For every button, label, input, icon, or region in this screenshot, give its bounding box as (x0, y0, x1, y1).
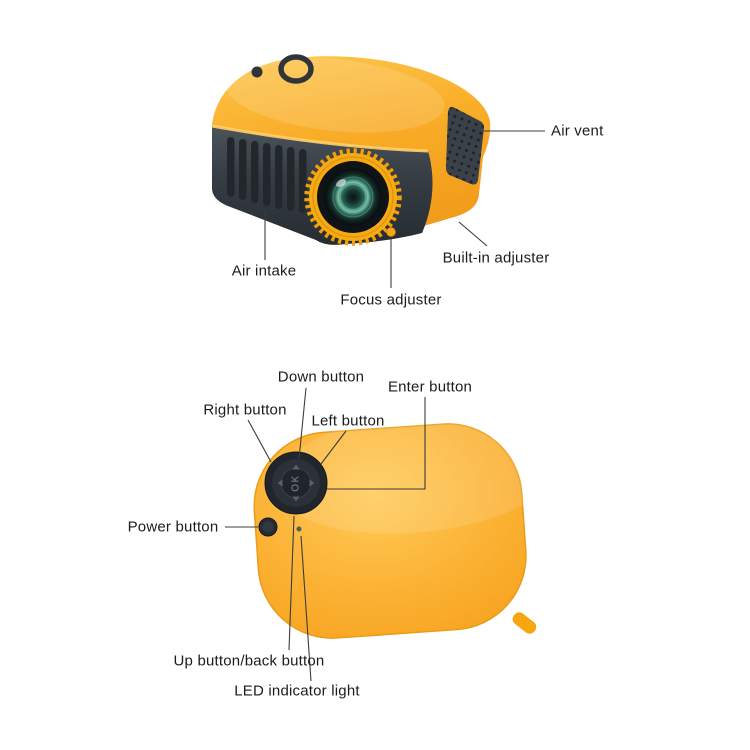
dial-arrow-left (277, 479, 283, 487)
dial-outer-edge (264, 451, 328, 515)
leader-right-button (247, 419, 272, 463)
leader-built-in-adjuster (458, 221, 488, 247)
label-led-indicator: LED indicator light (234, 682, 360, 700)
air-vent-holes (446, 106, 484, 185)
control-dial: OK (264, 451, 328, 515)
dial-arrow-down (292, 496, 300, 502)
grille-slat (275, 145, 283, 209)
label-focus-adjuster: Focus adjuster (340, 291, 442, 309)
lens-specular (336, 179, 346, 187)
label-air-vent: Air vent (551, 122, 604, 140)
grille-slat (299, 149, 307, 213)
projector-front-view (211, 54, 491, 246)
label-enter-button: Enter button (387, 378, 473, 396)
power-button-inner (262, 521, 274, 533)
label-air-intake: Air intake (231, 262, 297, 280)
air-intake-grille (227, 137, 307, 213)
leader-lines-front (264, 130, 545, 288)
grille-slat (251, 141, 259, 203)
leader-lines-top-view (225, 387, 426, 682)
label-down-button: Down button (277, 368, 365, 386)
top-edge-highlight (211, 124, 429, 153)
dial-arrow-up (292, 464, 300, 470)
projector-top-view: OK (253, 410, 565, 639)
lens-ring-shadow (312, 156, 394, 238)
label-right-button: Right button (203, 401, 287, 419)
lens-element-ring (332, 176, 374, 218)
leader-down-button (298, 387, 307, 460)
power-button (258, 517, 278, 537)
label-built-in-adjuster: Built-in adjuster (442, 249, 550, 267)
lens (304, 148, 402, 246)
top-body-highlight (275, 410, 565, 534)
top-ring-detail (278, 54, 314, 84)
dial-ok-text: OK (291, 474, 302, 491)
grille-slat (263, 143, 271, 206)
leader-led-indicator (300, 535, 312, 682)
grille-slat (287, 147, 295, 211)
lens-gear-teeth (304, 148, 402, 246)
power-button-edge (258, 517, 278, 537)
label-up-back-button: Up button/back button (173, 652, 325, 670)
led-indicator-dot (296, 526, 302, 532)
lens-element-ring (339, 183, 367, 211)
label-power-button: Power button (127, 518, 219, 536)
leader-enter-button (327, 397, 426, 490)
top-indicator-dot (251, 66, 263, 78)
leader-up-back-button (288, 515, 295, 651)
side-tab (512, 612, 537, 634)
label-left-button: Left button (311, 412, 385, 430)
grille-slat (227, 137, 235, 197)
top-face-highlight (225, 57, 445, 133)
grille-slat (239, 139, 247, 200)
focus-adjuster-knob (386, 227, 396, 237)
leader-left-button (320, 430, 347, 465)
dial-arrow-right (309, 479, 315, 487)
